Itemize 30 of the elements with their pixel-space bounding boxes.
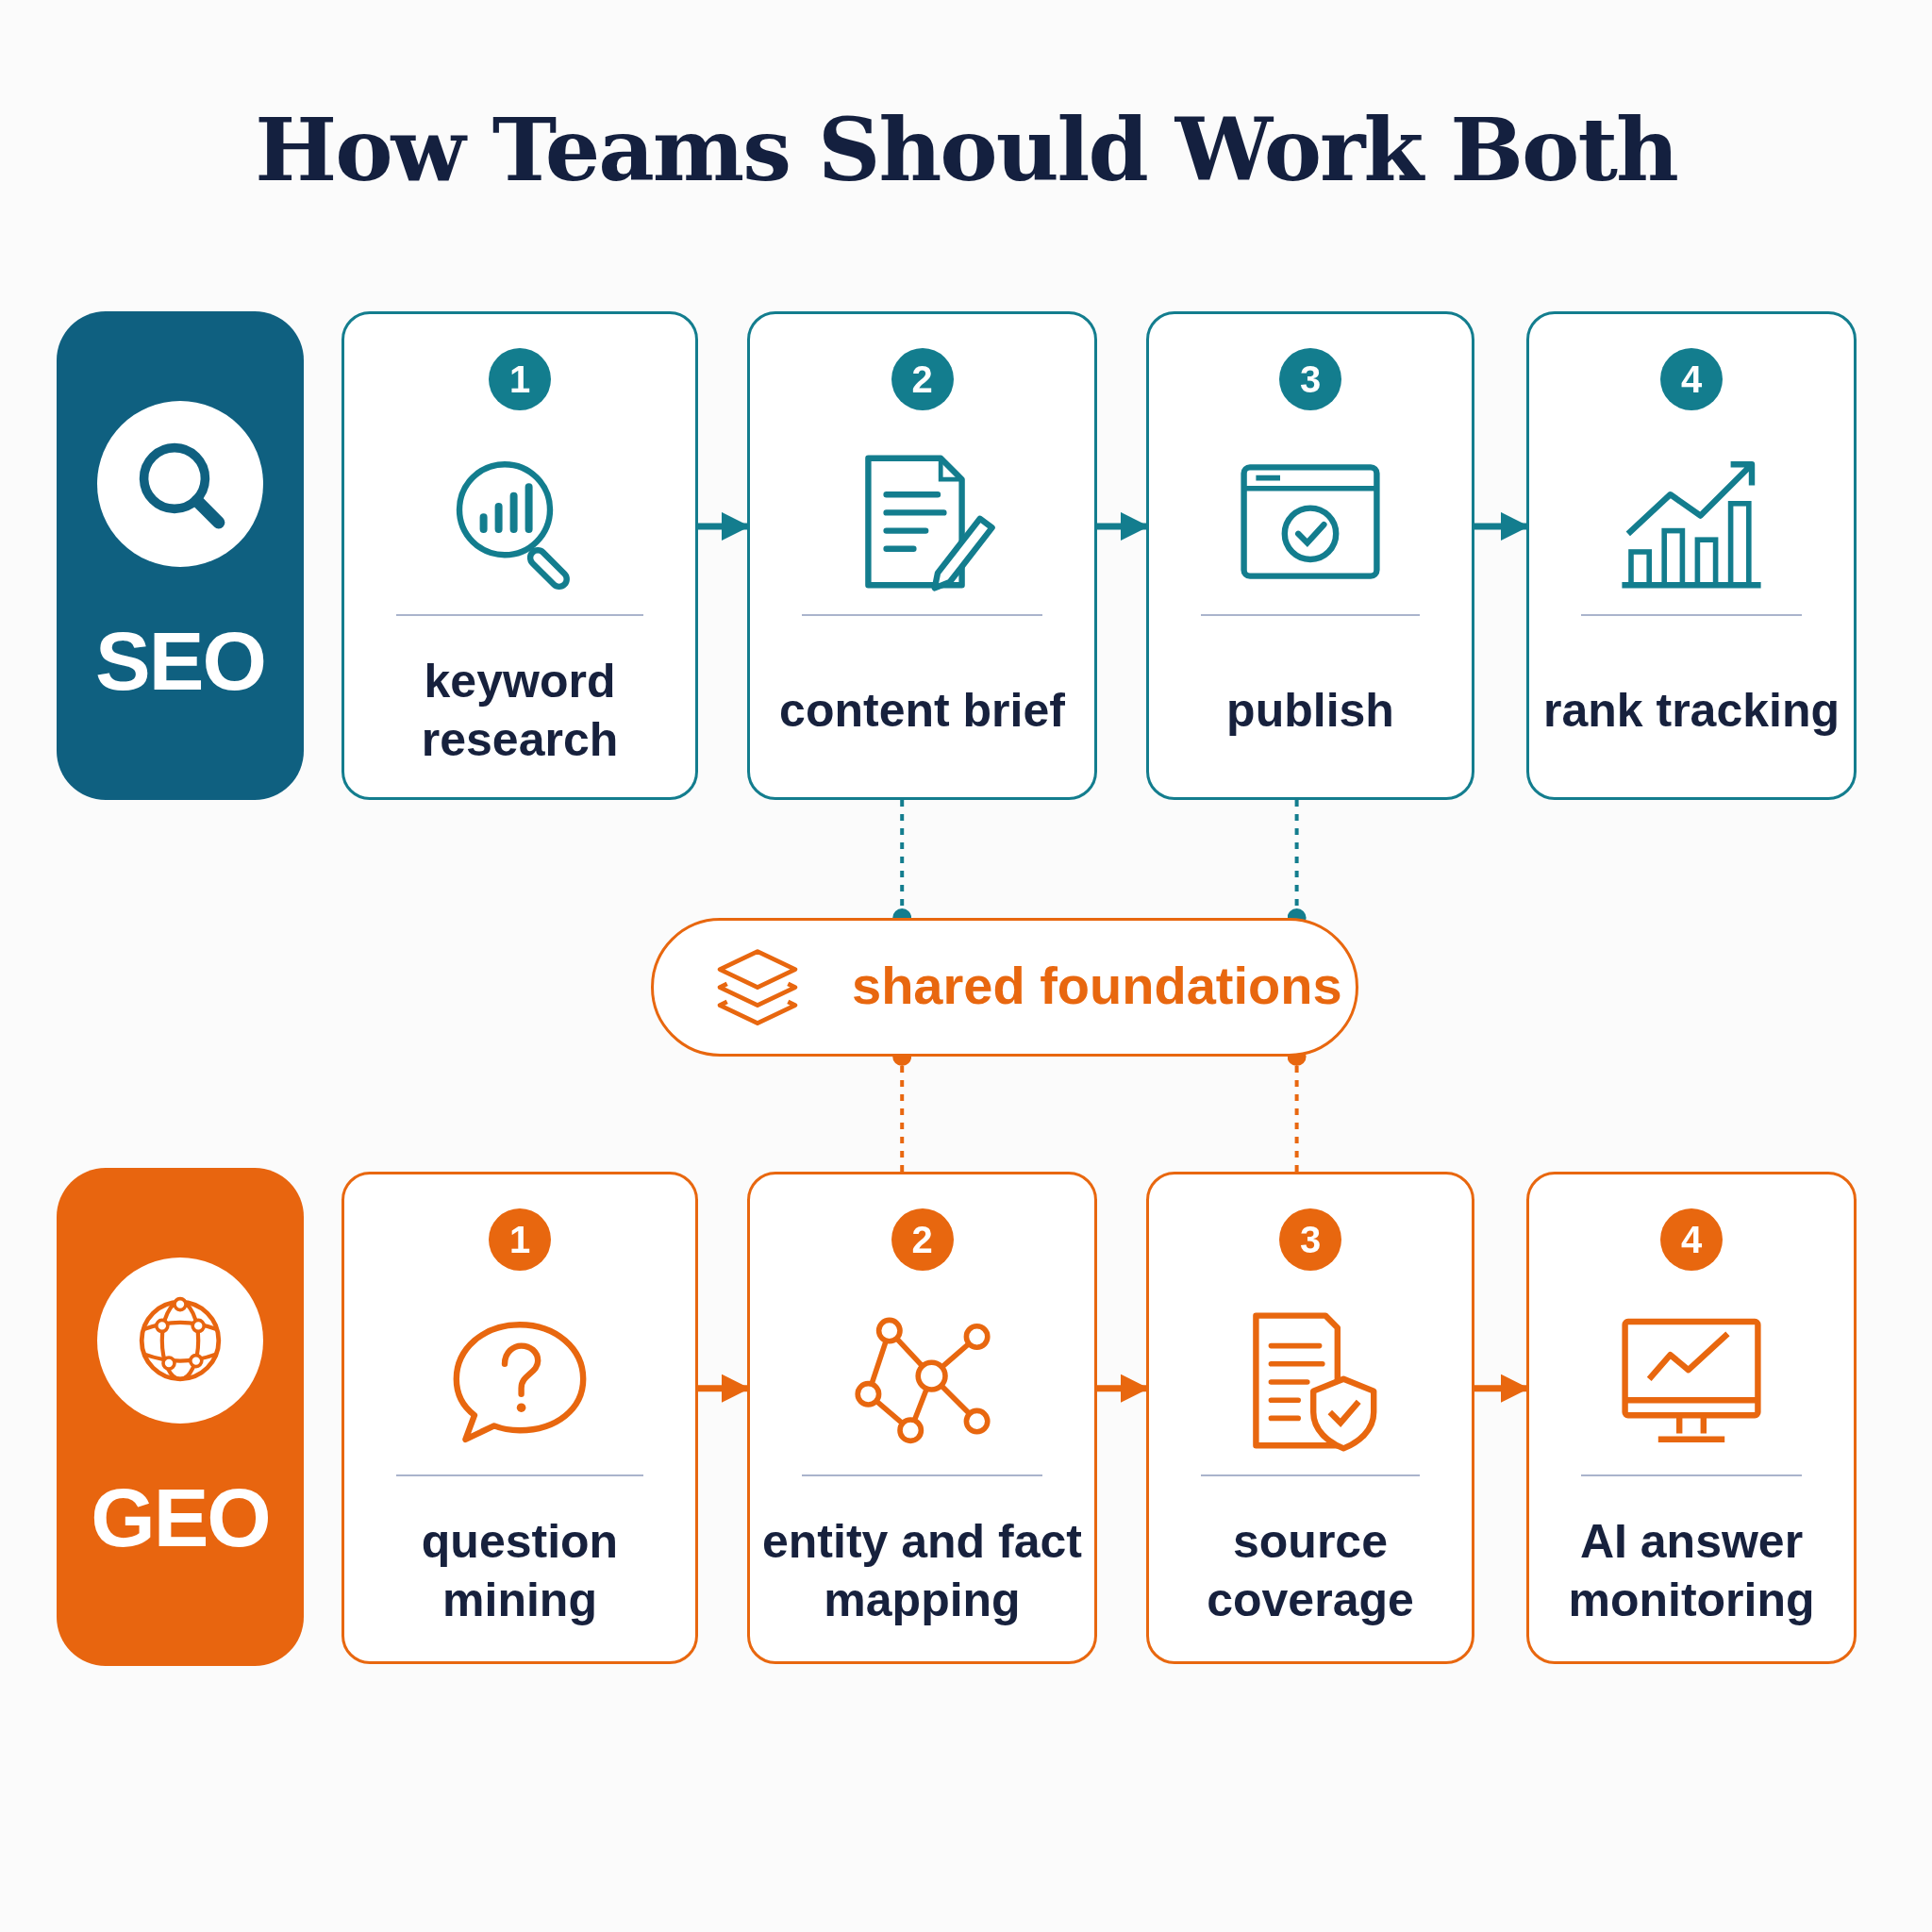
step-card xyxy=(1146,311,1474,800)
step-number: 4 xyxy=(1660,1208,1723,1271)
step-label: source coverage xyxy=(1206,1514,1415,1628)
track-panel xyxy=(57,311,304,800)
pill-label: shared foundations xyxy=(852,955,1342,1016)
step-label: rank tracking xyxy=(1543,683,1840,739)
step-number: 1 xyxy=(489,1208,551,1271)
step-label: entity and fact mapping xyxy=(761,1514,1083,1628)
step-label: content brief xyxy=(779,683,1065,739)
step-label: question mining xyxy=(420,1514,620,1628)
step-card xyxy=(1146,1172,1474,1664)
step-number: 2 xyxy=(891,1208,954,1271)
step-card xyxy=(1526,311,1857,800)
track-label: SEO xyxy=(94,613,266,709)
step-card xyxy=(341,1172,698,1664)
step-number: 1 xyxy=(489,348,551,410)
step-label: publish xyxy=(1226,683,1394,739)
title: How Teams Should Work Both xyxy=(254,99,1678,201)
step-label: AI answer monitoring xyxy=(1567,1514,1816,1628)
step-number: 2 xyxy=(891,348,954,410)
step-number: 3 xyxy=(1279,348,1341,410)
step-card xyxy=(747,311,1097,800)
step-card xyxy=(1526,1172,1857,1664)
step-label: keyword research xyxy=(420,654,620,768)
track-panel xyxy=(57,1168,304,1666)
track-label: GEO xyxy=(90,1470,271,1566)
step-card xyxy=(747,1172,1097,1664)
step-number: 4 xyxy=(1660,348,1723,410)
step-card xyxy=(341,311,698,800)
step-number: 3 xyxy=(1279,1208,1341,1271)
